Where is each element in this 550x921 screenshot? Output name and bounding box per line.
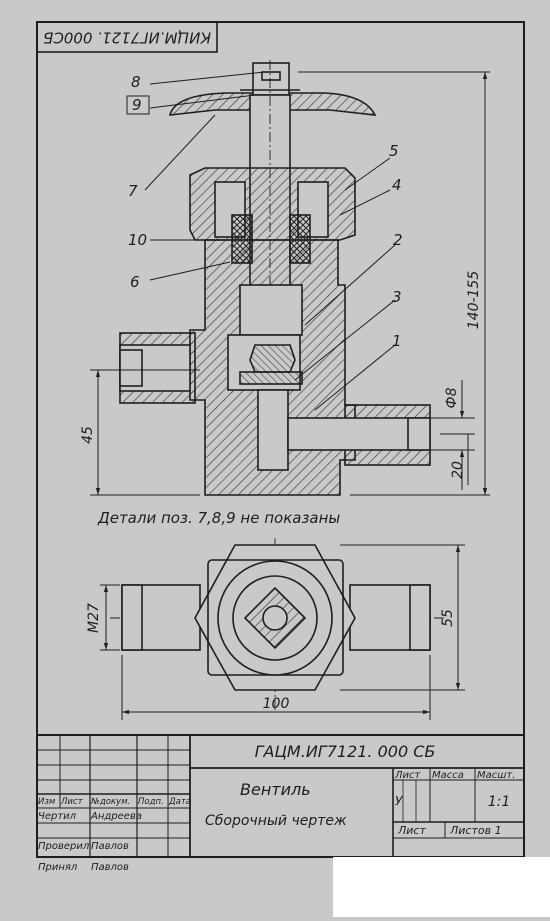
dim-45: 45 — [80, 426, 96, 444]
dim-55: 55 — [440, 609, 456, 627]
front-dim-text: 140-155 45 Ф8 20 — [80, 271, 482, 479]
drawing-frame — [36, 21, 525, 858]
col-izm: Изм — [38, 797, 56, 807]
blank-area — [333, 857, 550, 917]
front-dimensions — [90, 71, 490, 496]
note-text: Детали поз. 7,8,9 не показаны — [97, 509, 340, 527]
pos-3: 3 — [392, 288, 402, 306]
position-numbers: 8 9 7 5 4 10 6 2 3 1 — [126, 73, 403, 350]
col-docnum: №докум. — [90, 797, 130, 807]
role-checked: Проверил — [38, 841, 90, 852]
name-drawn: Андреева — [90, 811, 142, 822]
top-view — [110, 538, 445, 710]
name-approved: Павлов — [91, 862, 129, 873]
stamp-box: КИЦМ.ИГ7121. 000СБ — [36, 21, 218, 53]
pos-7: 7 — [128, 182, 138, 200]
scale-value: 1:1 — [488, 794, 511, 810]
pos-9-box — [126, 95, 150, 115]
dim-20: 20 — [450, 461, 466, 479]
col-data: Дата — [168, 797, 191, 807]
title-block-text: ГАЦМ.ИГ7121. 000 СБ Вентиль Сборочный че… — [38, 742, 515, 873]
role-drawn: Чертил — [38, 811, 77, 822]
pos-2: 2 — [393, 231, 403, 249]
letter: У — [395, 794, 403, 808]
title-block — [37, 734, 524, 857]
top-dim-text: 100 M27 55 — [86, 603, 456, 712]
dim-m27: M27 — [86, 603, 102, 633]
col-podp: Подп. — [138, 797, 164, 807]
pos-1: 1 — [392, 332, 402, 350]
label-mass: Масса — [432, 770, 464, 781]
name-checked: Павлов — [91, 841, 129, 852]
dim-100: 100 — [263, 696, 290, 712]
pos-10: 10 — [128, 231, 147, 249]
front-view — [119, 60, 431, 496]
stamp-text: КИЦМ.ИГ7121. 000СБ — [43, 29, 211, 47]
dim-140-155: 140-155 — [466, 271, 482, 330]
sheet-cell: Лист — [397, 824, 426, 837]
label-sheet: Лист — [394, 770, 422, 781]
col-list: Лист — [60, 797, 84, 807]
pos-6: 6 — [130, 273, 140, 291]
pos-4: 4 — [392, 176, 402, 194]
valve-disc — [249, 344, 296, 373]
pos-8: 8 — [131, 73, 141, 91]
position-leaders — [144, 71, 396, 411]
product-name: Вентиль — [240, 780, 311, 799]
dim-d8: Ф8 — [444, 387, 460, 408]
top-dimensions — [100, 544, 465, 720]
sheets-cell: Листов 1 — [449, 824, 502, 837]
doc-number: ГАЦМ.ИГ7121. 000 СБ — [255, 742, 436, 761]
pos-9: 9 — [132, 96, 142, 114]
label-scale: Масшт. — [477, 770, 515, 781]
role-approved: Принял — [38, 862, 78, 873]
pos-5: 5 — [389, 142, 399, 160]
doc-type: Сборочный чертеж — [205, 813, 347, 829]
